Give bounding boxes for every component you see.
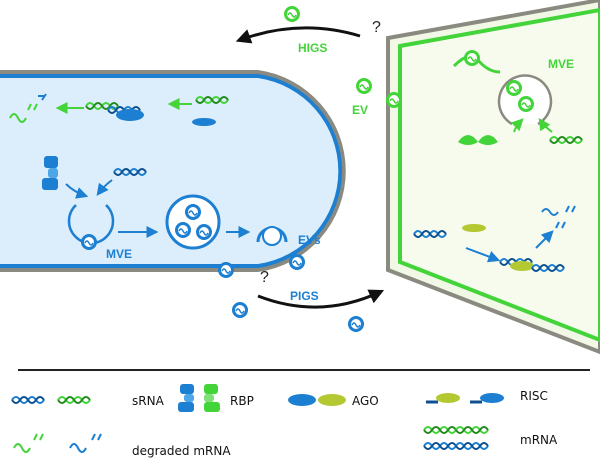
degraded-mrna-fragment bbox=[565, 205, 576, 213]
pathogen-evs: EVs bbox=[217, 233, 365, 333]
arrow-loading bbox=[465, 247, 501, 263]
legend-risc-label: RISC bbox=[520, 389, 548, 403]
degraded-mrna-fragment bbox=[555, 221, 566, 229]
rbp-icon bbox=[42, 156, 58, 190]
ev-icon bbox=[184, 203, 202, 221]
ev-icon bbox=[505, 79, 523, 97]
plant-evs: EV bbox=[352, 77, 403, 117]
ev-icon bbox=[347, 315, 365, 333]
ev-icon bbox=[355, 77, 373, 95]
arrow-degradation bbox=[535, 230, 554, 249]
legend-mrna-blue-icon bbox=[455, 442, 489, 450]
ev-icon bbox=[517, 95, 535, 113]
ev-label: EV bbox=[352, 103, 368, 117]
arrow-srna-to-mve bbox=[96, 179, 113, 196]
legend: sRNA RBP AGO RISC degraded mRNA bbox=[11, 384, 558, 458]
plant-cell bbox=[386, 0, 600, 355]
legend-degraded-label: degraded mRNA bbox=[132, 444, 231, 458]
mve-plant-label: MVE bbox=[548, 57, 574, 71]
ev-icon bbox=[288, 253, 306, 271]
ev-icon bbox=[174, 221, 192, 239]
legend-degraded-icon bbox=[13, 433, 102, 453]
degraded-mrna-fragment bbox=[38, 93, 47, 101]
ev-icon bbox=[283, 5, 301, 23]
ev-icon bbox=[217, 261, 235, 279]
legend-mrna-blue-icon bbox=[423, 442, 457, 450]
ago-protein bbox=[462, 224, 486, 232]
legend-mrna-green-icon bbox=[455, 426, 489, 434]
ev-icon bbox=[195, 223, 213, 241]
ev-icon bbox=[385, 91, 403, 109]
rbp-icon bbox=[458, 135, 498, 145]
pigs-question-mark: ? bbox=[260, 269, 269, 286]
pigs-arrow bbox=[257, 289, 385, 309]
arrow-green-up bbox=[510, 118, 524, 133]
risc-complex bbox=[116, 109, 144, 121]
plant-mve-pathway: MVE bbox=[452, 49, 583, 145]
degraded-mrna-fragment bbox=[541, 208, 559, 216]
risc-complex bbox=[510, 261, 534, 271]
pathogen-cell bbox=[0, 70, 346, 272]
legend-mrna-green-icon bbox=[423, 426, 457, 434]
ago-protein bbox=[192, 118, 216, 126]
legend-rbp-label: RBP bbox=[230, 394, 254, 408]
ev-icon bbox=[80, 233, 98, 251]
pigs-label: PIGS bbox=[290, 289, 319, 303]
degraded-mrna-fragment bbox=[9, 113, 27, 123]
legend-srna-blue-icon bbox=[11, 396, 45, 404]
pathogen-degradation-pathway bbox=[9, 93, 229, 126]
legend-risc-icon bbox=[426, 393, 504, 404]
arrow-rbp-to-mve bbox=[65, 183, 89, 199]
evs-label: EVs bbox=[298, 233, 321, 247]
mve-mature bbox=[165, 194, 221, 250]
higs-question-mark: ? bbox=[372, 19, 381, 36]
mve-pathogen-label: MVE bbox=[106, 247, 132, 261]
legend-ago-blue-icon bbox=[288, 394, 316, 406]
legend-srna-label: sRNA bbox=[132, 394, 165, 408]
higs-label: HIGS bbox=[298, 41, 327, 55]
legend-rbp-icon bbox=[178, 384, 220, 412]
pathogen-sorting: MVE bbox=[42, 156, 288, 261]
legend-srna-green-icon bbox=[57, 396, 91, 404]
ev-icon bbox=[231, 301, 249, 319]
higs-arrow bbox=[235, 26, 361, 44]
legend-ago-green-icon bbox=[318, 394, 346, 406]
plant-rnai bbox=[413, 205, 576, 272]
legend-mrna-label: mRNA bbox=[520, 433, 558, 447]
legend-ago-label: AGO bbox=[352, 394, 379, 408]
arrow-green-up bbox=[538, 118, 553, 133]
ev-icon bbox=[463, 49, 481, 67]
degraded-mrna-fragment bbox=[27, 103, 38, 111]
